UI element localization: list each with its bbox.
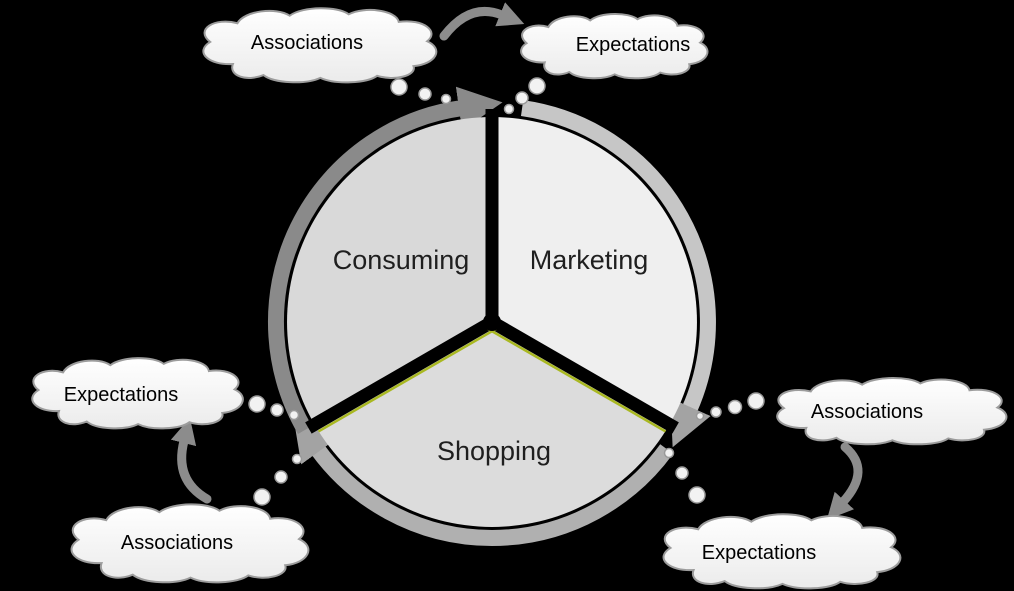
cloud-label-left: Expectations xyxy=(64,384,179,406)
divider-lower-right xyxy=(488,316,679,434)
cloud-label-bottom-right: Expectations xyxy=(702,542,817,564)
cloud-label-bottom-left: Associations xyxy=(121,532,233,554)
ring-arc-bottom xyxy=(293,415,674,546)
cloud-label-top-left: Associations xyxy=(251,32,363,54)
arrow-left-associations-to-expectations xyxy=(170,417,212,504)
center-hub xyxy=(483,313,501,331)
dots-left xyxy=(248,395,300,421)
thought-dots xyxy=(248,77,765,506)
dots-top-left xyxy=(390,78,452,105)
dots-right xyxy=(695,392,765,421)
ring-arc-right xyxy=(520,100,716,448)
segment-label-shopping: Shopping xyxy=(437,436,551,466)
dots-bottom-left xyxy=(253,453,303,506)
divider-lower-left xyxy=(305,316,496,434)
dots-bottom-right xyxy=(663,447,706,504)
shopping-edge-left xyxy=(317,327,497,433)
segment-label-marketing: Marketing xyxy=(530,245,649,275)
shopping-accent-edges xyxy=(317,327,667,433)
segment-label-consuming: Consuming xyxy=(333,245,470,275)
dots-top-right xyxy=(503,77,546,115)
cycle-ring xyxy=(268,86,716,546)
shopping-edge-right xyxy=(487,327,667,433)
cloud-connector-arrows xyxy=(170,2,863,520)
ring-arc-left xyxy=(268,86,503,434)
arrow-right-associations-to-expectations xyxy=(826,442,863,520)
cloud-label-top-right: Expectations xyxy=(576,34,691,56)
arrow-top-associations-to-expectations xyxy=(439,2,525,41)
segment-dividers xyxy=(305,109,679,434)
pie-segment-shopping xyxy=(314,322,670,527)
cloud-label-right: Associations xyxy=(811,401,923,423)
